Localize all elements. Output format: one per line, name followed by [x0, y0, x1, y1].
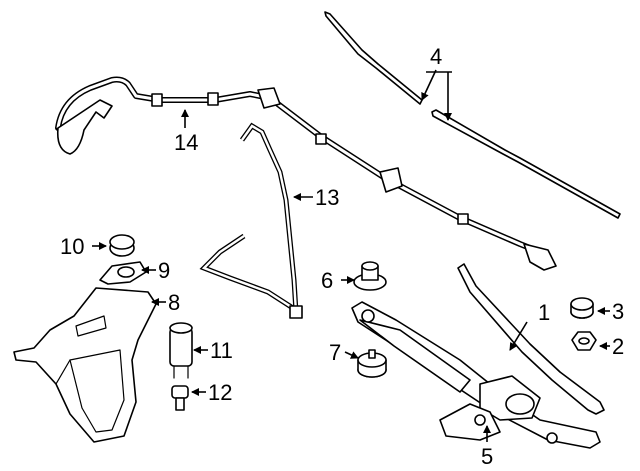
part-13-hose	[199, 122, 303, 319]
callout-6: 6	[321, 268, 333, 293]
part-5-wiper-linkage-motor	[351, 301, 601, 449]
callout-9: 9	[158, 258, 170, 283]
callout-8: 8	[168, 290, 180, 315]
callout-7: 7	[329, 340, 341, 365]
part-8-washer-reservoir	[13, 287, 157, 443]
callout-14: 14	[174, 130, 198, 155]
part-11-washer-pump	[169, 322, 193, 379]
callout-10: 10	[60, 234, 84, 259]
part-9-filler-neck	[99, 261, 147, 285]
callout-labels: 1 2 3 4 5 6 7 8 9 10 11 12 13 14	[60, 44, 624, 469]
part-1-wiper-arm	[457, 263, 605, 415]
callout-1: 1	[538, 300, 550, 325]
callout-leaders	[92, 69, 610, 442]
part-6-mount	[353, 261, 387, 291]
callout-13: 13	[315, 185, 339, 210]
callout-11: 11	[210, 338, 233, 363]
callout-3: 3	[612, 299, 624, 324]
part-2-hex-nut	[571, 331, 597, 351]
callout-12: 12	[208, 380, 232, 405]
callout-5: 5	[481, 444, 493, 469]
part-4-wiper-blades	[324, 11, 621, 219]
callout-2: 2	[612, 334, 624, 359]
part-12-grommet	[171, 385, 189, 411]
part-3-nut	[570, 297, 594, 319]
callout-4: 4	[430, 44, 442, 69]
part-14-washer-hose	[55, 76, 557, 271]
part-10-filler-cap	[109, 234, 135, 257]
part-7-bushing	[357, 349, 387, 378]
